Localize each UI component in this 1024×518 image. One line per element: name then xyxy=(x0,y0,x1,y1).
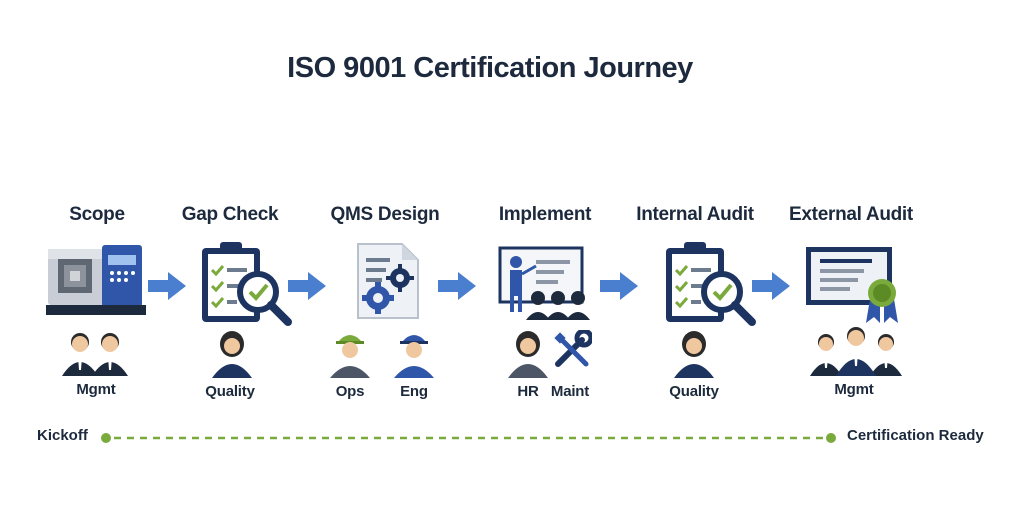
quality-person-icon xyxy=(210,330,254,380)
stage-label-gap-check: Gap Check xyxy=(181,204,279,225)
role-label-ops: Ops xyxy=(335,383,365,400)
flow-arrow-5 xyxy=(752,272,792,300)
role-label-hr: HR xyxy=(517,383,539,400)
timeline-line xyxy=(100,431,838,445)
manager-pair-icon xyxy=(60,330,132,378)
certificate-icon xyxy=(802,243,902,327)
timeline-end-label: Certification Ready xyxy=(847,427,984,444)
flow-arrow-4 xyxy=(600,272,640,300)
stage-label-external-audit: External Audit xyxy=(789,204,913,225)
diagram-title: ISO 9001 Certification Journey xyxy=(287,52,693,84)
hr-person-icon xyxy=(506,330,550,380)
manager-group-icon xyxy=(806,326,906,378)
training-presentation-icon xyxy=(496,246,596,324)
flow-arrow-2 xyxy=(288,272,328,300)
stage-label-internal-audit: Internal Audit xyxy=(636,204,754,225)
flow-arrow-3 xyxy=(438,272,478,300)
stage-label-scope: Scope xyxy=(69,204,125,225)
machine-icon xyxy=(44,243,150,319)
stage-label-qms-design: QMS Design xyxy=(330,204,440,225)
clipboard-magnifier-icon xyxy=(196,238,296,330)
role-label-mgmt: Mgmt xyxy=(834,381,874,398)
flow-arrow-1 xyxy=(148,272,188,300)
role-label-eng: Eng xyxy=(400,383,428,400)
ops-worker-icon xyxy=(326,328,374,380)
role-label-quality: Quality xyxy=(205,383,255,400)
document-gears-icon xyxy=(352,240,426,322)
wrench-screwdriver-icon xyxy=(552,330,592,370)
stage-label-implement: Implement xyxy=(498,204,592,225)
quality-person-icon xyxy=(672,330,716,380)
timeline-start-label: Kickoff xyxy=(37,427,88,444)
role-label-mgmt: Mgmt xyxy=(76,381,116,398)
clipboard-magnifier-icon xyxy=(660,238,760,330)
eng-worker-icon xyxy=(390,328,438,380)
role-label-maint: Maint xyxy=(550,383,590,400)
role-label-quality: Quality xyxy=(669,383,719,400)
